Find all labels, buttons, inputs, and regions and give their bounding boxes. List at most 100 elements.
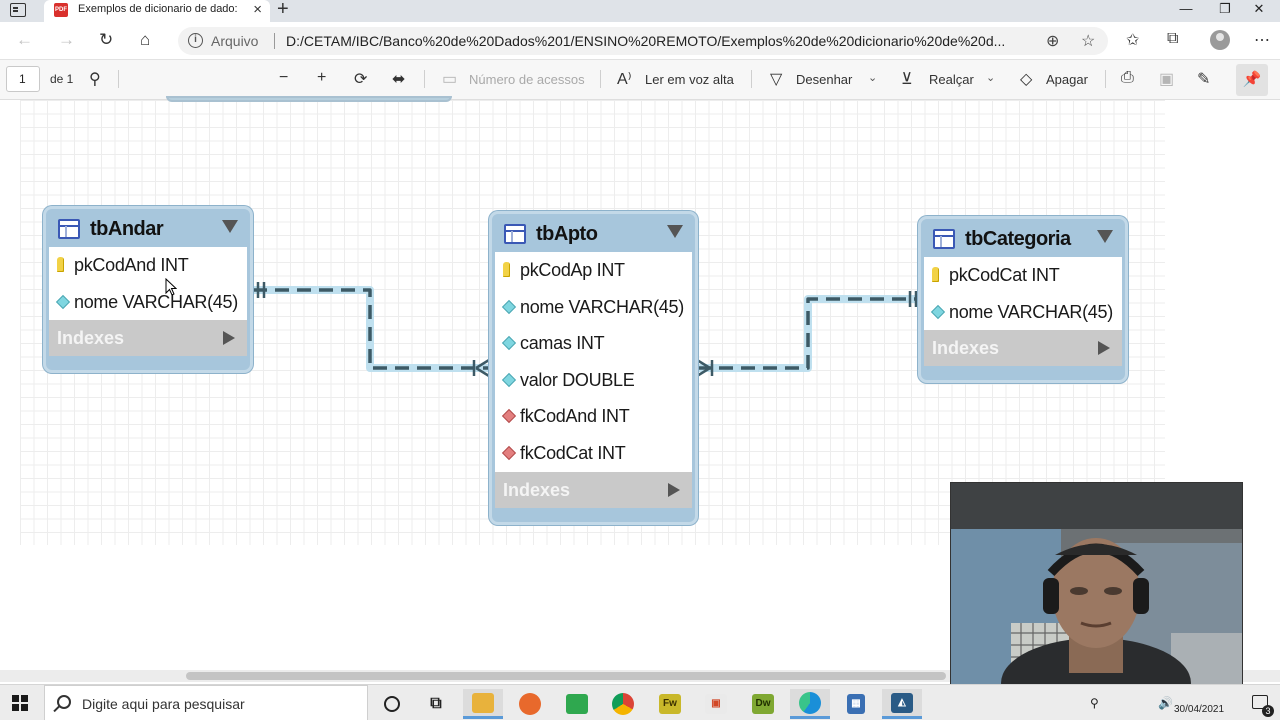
edge-icon[interactable] bbox=[790, 689, 830, 719]
indexes-bar[interactable]: Indexes bbox=[924, 330, 1122, 367]
refresh-icon[interactable]: ↻ bbox=[99, 30, 114, 49]
file-explorer-icon[interactable] bbox=[463, 689, 503, 719]
print-icon[interactable]: ⎙ bbox=[1121, 69, 1134, 86]
primary-key-icon bbox=[57, 257, 64, 272]
er-column: fkCodCat INT bbox=[495, 435, 692, 472]
column-text: camas INT bbox=[520, 333, 605, 354]
attribute-diamond-icon bbox=[55, 294, 71, 309]
eraser-icon[interactable]: ◇ bbox=[1020, 71, 1033, 88]
collapse-triangle-icon[interactable] bbox=[667, 225, 683, 238]
rotate-icon[interactable]: ⟳ bbox=[354, 71, 368, 88]
close-window-icon[interactable]: ✕ bbox=[1253, 1, 1265, 16]
zoom-out-icon[interactable]: − bbox=[279, 69, 289, 86]
page-view-icon[interactable]: ▭ bbox=[442, 71, 458, 88]
firefox-icon[interactable] bbox=[510, 689, 550, 719]
forward-icon[interactable]: → bbox=[58, 30, 75, 49]
notifications-icon[interactable] bbox=[1252, 695, 1268, 709]
page-count: de 1 bbox=[50, 72, 74, 86]
chrome-icon[interactable] bbox=[603, 689, 643, 719]
erase-button[interactable]: Apagar bbox=[1046, 72, 1088, 87]
collapse-triangle-icon[interactable] bbox=[1097, 230, 1113, 243]
save-icon[interactable]: ▣ bbox=[1159, 71, 1175, 88]
column-text: nome VARCHAR(45) bbox=[74, 291, 238, 312]
cortana-icon[interactable] bbox=[372, 689, 412, 719]
more-icon[interactable]: ⋯ bbox=[1254, 32, 1270, 49]
tab-close-icon[interactable]: × bbox=[253, 1, 262, 18]
pdf-icon: PDF bbox=[54, 3, 68, 17]
er-column: nome VARCHAR(45) bbox=[49, 284, 247, 321]
task-view-icon[interactable]: ⧉ bbox=[430, 695, 442, 712]
favorite-add-icon[interactable]: ☆ bbox=[1081, 33, 1096, 50]
dreamweaver-icon[interactable]: Dw bbox=[743, 689, 783, 719]
expand-arrow-icon[interactable] bbox=[668, 482, 680, 497]
collections-icon[interactable]: ⧉ bbox=[1167, 30, 1179, 47]
minimize-icon[interactable]: — bbox=[1179, 1, 1193, 16]
fit-page-icon[interactable]: ⬌ bbox=[392, 71, 406, 88]
er-table-footer bbox=[921, 366, 1125, 380]
windows-start-icon[interactable] bbox=[12, 695, 28, 711]
er-table-tbcategoria[interactable]: tbCategoria pkCodCat INT nome VARCHAR(45… bbox=[918, 216, 1128, 384]
pdf-toolbar: 1 de 1 ⚲ − + ⟳ ⬌ ▭ Número de acessos A⁾ … bbox=[0, 60, 1280, 100]
draw-icon[interactable]: ▽ bbox=[770, 71, 783, 88]
office-app-icon[interactable]: ▣ bbox=[696, 689, 736, 719]
taskbar-search-placeholder[interactable]: Digite aqui para pesquisar bbox=[82, 696, 245, 712]
info-icon[interactable]: i bbox=[188, 33, 203, 48]
column-text: fkCodCat INT bbox=[520, 442, 626, 463]
er-column: pkCodAnd INT bbox=[49, 247, 247, 284]
zoom-icon[interactable]: ⊕ bbox=[1046, 33, 1060, 50]
volume-icon[interactable]: 🔊 bbox=[1158, 696, 1173, 710]
chevron-down-icon[interactable]: ⌄ bbox=[986, 72, 996, 84]
taskbar-date[interactable]: 30/04/2021 bbox=[1174, 704, 1225, 715]
tray-icon[interactable]: ⚲ bbox=[1090, 696, 1099, 710]
highlight-icon[interactable]: ⊻ bbox=[901, 71, 913, 88]
indexes-bar[interactable]: Indexes bbox=[495, 471, 692, 508]
save-as-icon[interactable]: ✎ bbox=[1197, 71, 1211, 88]
tab-actions-icon[interactable] bbox=[10, 3, 26, 17]
er-column: pkCodAp INT bbox=[495, 252, 692, 289]
expand-arrow-icon[interactable] bbox=[1098, 341, 1110, 356]
indexes-bar[interactable]: Indexes bbox=[49, 320, 247, 357]
pin-toolbar-icon[interactable]: 📌 bbox=[1236, 64, 1268, 96]
page-number-input[interactable]: 1 bbox=[6, 66, 40, 92]
scrollbar-thumb[interactable] bbox=[186, 672, 946, 680]
restore-icon[interactable]: ❐ bbox=[1219, 1, 1231, 16]
er-table-name: tbAndar bbox=[90, 218, 164, 240]
collapse-triangle-icon[interactable] bbox=[222, 220, 238, 233]
indexes-label: Indexes bbox=[503, 479, 571, 500]
read-aloud-button[interactable]: Ler em voz alta bbox=[645, 72, 734, 87]
new-tab-icon[interactable]: + bbox=[277, 0, 289, 20]
fireworks-icon[interactable]: Fw bbox=[650, 689, 690, 719]
url-field[interactable]: i Arquivo D:/CETAM/IBC/Banco%20de%20Dado… bbox=[178, 27, 1108, 55]
search-icon[interactable]: ⚲ bbox=[89, 71, 101, 88]
profile-avatar[interactable] bbox=[1210, 30, 1230, 50]
draw-button[interactable]: Desenhar bbox=[796, 72, 853, 87]
highlight-button[interactable]: Realçar bbox=[929, 72, 974, 87]
url-text[interactable]: D:/CETAM/IBC/Banco%20de%20Dados%201/ENSI… bbox=[286, 33, 1006, 49]
er-columns: pkCodCat INT nome VARCHAR(45) bbox=[924, 257, 1122, 331]
url-scheme: Arquivo bbox=[211, 33, 259, 49]
expand-arrow-icon[interactable] bbox=[223, 331, 235, 346]
indexes-label: Indexes bbox=[932, 338, 1000, 359]
home-icon[interactable]: ⌂ bbox=[140, 30, 151, 49]
column-text: nome VARCHAR(45) bbox=[949, 301, 1113, 322]
table-icon bbox=[504, 224, 526, 244]
access-numbers-button[interactable]: Número de acessos bbox=[469, 72, 585, 87]
pdf-page: tbAndar pkCodAnd INT nome VARCHAR(45) In… bbox=[0, 96, 1280, 670]
favorites-icon[interactable]: ✩ bbox=[1126, 32, 1140, 49]
chevron-down-icon[interactable]: ⌄ bbox=[868, 72, 878, 84]
toolbar-divider bbox=[118, 70, 119, 88]
tab-active[interactable]: PDF Exemplos de dicionario de dado: × bbox=[44, 0, 270, 22]
zoom-in-icon[interactable]: + bbox=[317, 69, 327, 86]
er-table-header: tbAndar bbox=[46, 209, 250, 247]
toolbar-divider bbox=[751, 70, 752, 88]
primary-key-icon bbox=[503, 262, 510, 277]
er-table-tbandar[interactable]: tbAndar pkCodAnd INT nome VARCHAR(45) In… bbox=[43, 206, 253, 374]
taskbar-search[interactable]: Digite aqui para pesquisar bbox=[44, 685, 368, 720]
mysql-workbench-icon[interactable]: ◭ bbox=[882, 689, 922, 719]
read-aloud-icon[interactable]: A⁾ bbox=[617, 71, 632, 88]
green-app-icon[interactable] bbox=[557, 689, 597, 719]
er-table-name: tbApto bbox=[536, 223, 598, 245]
calculator-icon[interactable]: ▦ bbox=[836, 689, 876, 719]
er-table-tbapto[interactable]: tbApto pkCodAp INT nome VARCHAR(45) cama… bbox=[489, 211, 698, 525]
back-icon[interactable]: ← bbox=[16, 30, 33, 49]
